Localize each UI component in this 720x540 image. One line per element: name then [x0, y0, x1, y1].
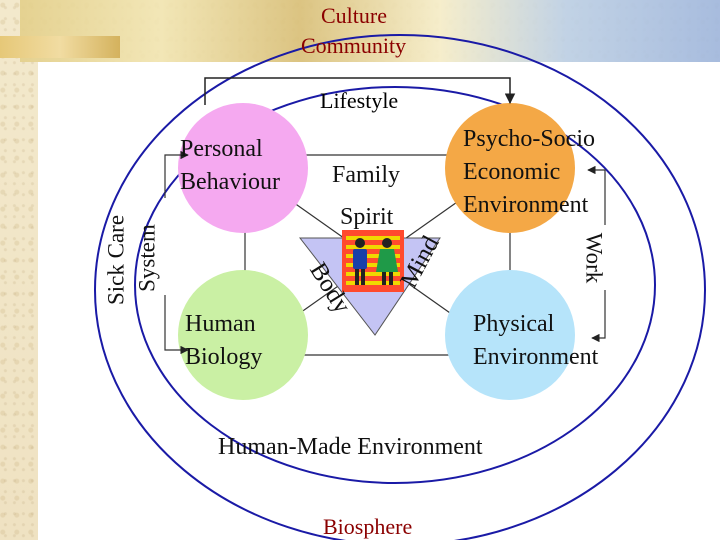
- sick-care-label: Sick Care: [103, 214, 129, 306]
- human-made-environment-label: Human-Made Environment: [218, 434, 483, 460]
- family-label: Family: [332, 162, 401, 188]
- sick-care-arrow-bottom: [164, 295, 189, 355]
- personal-behaviour-label-2: Behaviour: [180, 169, 280, 195]
- psycho-socio-label-2: Economic: [463, 159, 561, 185]
- community-ellipse: [94, 34, 706, 540]
- physical-environment-circle: [445, 270, 575, 400]
- title-community: Community: [301, 33, 407, 58]
- psycho-socio-circle: [445, 103, 575, 233]
- lifestyle-arrow: [204, 77, 516, 105]
- woman-figure-icon: [376, 238, 398, 285]
- work-arrow-top: [587, 165, 606, 225]
- personal-behaviour-circle: [178, 103, 308, 233]
- physical-environment-label-2: Environment: [473, 344, 599, 370]
- psycho-socio-label-1: Psycho-Socio: [463, 126, 595, 152]
- work-arrow-bottom: [591, 290, 606, 343]
- system-label: System: [134, 224, 160, 292]
- title-culture: Culture: [321, 3, 387, 28]
- biosphere-label: Biosphere: [323, 514, 413, 539]
- sick-care-arrow-top: [164, 150, 189, 198]
- work-label: Work: [581, 232, 607, 284]
- lifestyle-label: Lifestyle: [320, 88, 399, 113]
- personal-behaviour-label-1: Personal: [180, 136, 263, 162]
- human-biology-circle: [178, 270, 308, 400]
- physical-environment-label-1: Physical: [473, 311, 555, 337]
- decorative-strip: [0, 36, 120, 58]
- man-figure-icon: [353, 238, 367, 285]
- human-biology-label-1: Human: [185, 311, 256, 337]
- header-banner: [20, 0, 720, 62]
- human-made-ellipse: [134, 86, 656, 484]
- psycho-socio-label-3: Environment: [463, 192, 589, 218]
- human-biology-label-2: Biology: [185, 344, 263, 370]
- spirit-label: Spirit: [340, 204, 394, 230]
